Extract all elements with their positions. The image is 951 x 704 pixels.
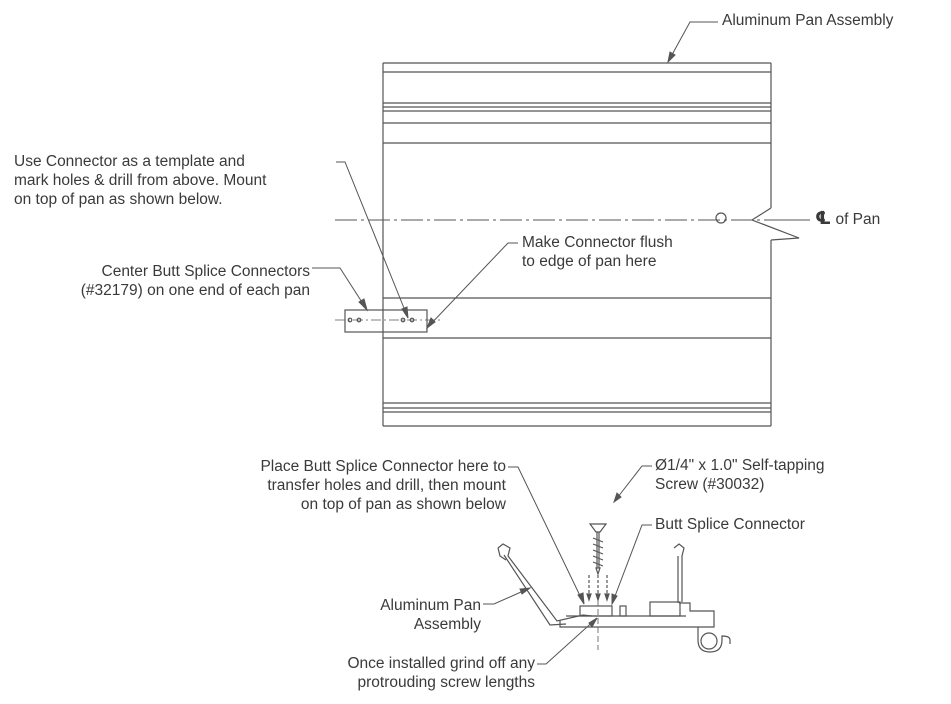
centerline-label: ℄ of Pan xyxy=(815,209,880,229)
screw-note-line-2: Screw (#30032) xyxy=(655,476,765,493)
pan-section-view xyxy=(497,543,731,653)
leaders-section xyxy=(483,465,652,665)
pan-assembly-top-label: Aluminum Pan Assembly xyxy=(722,12,894,29)
center-splice-note-line-1: Center Butt Splice Connectors xyxy=(101,263,311,280)
self-tapping-screw xyxy=(586,523,610,650)
splice-connector-plan xyxy=(335,309,440,333)
centerline-text: of Pan xyxy=(835,211,881,228)
template-note-line-2: mark holes & drill from above. Mount xyxy=(14,172,267,189)
grind-note-line-2: protrouding screw lengths xyxy=(357,674,536,691)
pan-assembly-section-label: Aluminum Pan Assembly xyxy=(320,596,481,634)
pan-centerline xyxy=(335,212,810,224)
butt-splice-connector-label: Butt Splice Connector xyxy=(655,516,805,533)
flush-note: Make Connector flush to edge of pan here xyxy=(522,233,673,271)
center-splice-note: Center Butt Splice Connectors (#32179) o… xyxy=(40,262,310,300)
grind-note: Once installed grind off any protrouding… xyxy=(260,654,535,692)
template-note-line-1: Use Connector as a template and xyxy=(14,153,245,170)
grind-note-line-1: Once installed grind off any xyxy=(347,655,535,672)
place-splice-note-line-2: transfer holes and drill, then mount xyxy=(267,477,506,494)
place-splice-note-line-1: Place Butt Splice Connector here to xyxy=(260,458,506,475)
flush-note-line-1: Make Connector flush xyxy=(522,234,673,251)
leaders-plan xyxy=(312,21,810,330)
screw-note: Ø1/4" x 1.0" Self-tapping Screw (#30032) xyxy=(655,456,825,494)
flush-note-line-2: to edge of pan here xyxy=(522,253,657,270)
pan-plan-view xyxy=(382,62,800,427)
screw-note-line-1: Ø1/4" x 1.0" Self-tapping xyxy=(655,457,825,474)
pan-assembly-section-line-2: Assembly xyxy=(413,616,481,633)
place-splice-note-line-3: on top of pan as shown below xyxy=(300,496,506,513)
centerline-symbol: ℄ xyxy=(815,208,832,228)
center-splice-note-line-2: (#32179) on one end of each pan xyxy=(80,282,310,299)
pan-assembly-section-line-1: Aluminum Pan xyxy=(380,597,481,614)
template-note-line-3: on top of pan as shown below. xyxy=(14,191,223,208)
template-note: Use Connector as a template and mark hol… xyxy=(14,152,266,209)
place-splice-note: Place Butt Splice Connector here to tran… xyxy=(180,457,506,514)
